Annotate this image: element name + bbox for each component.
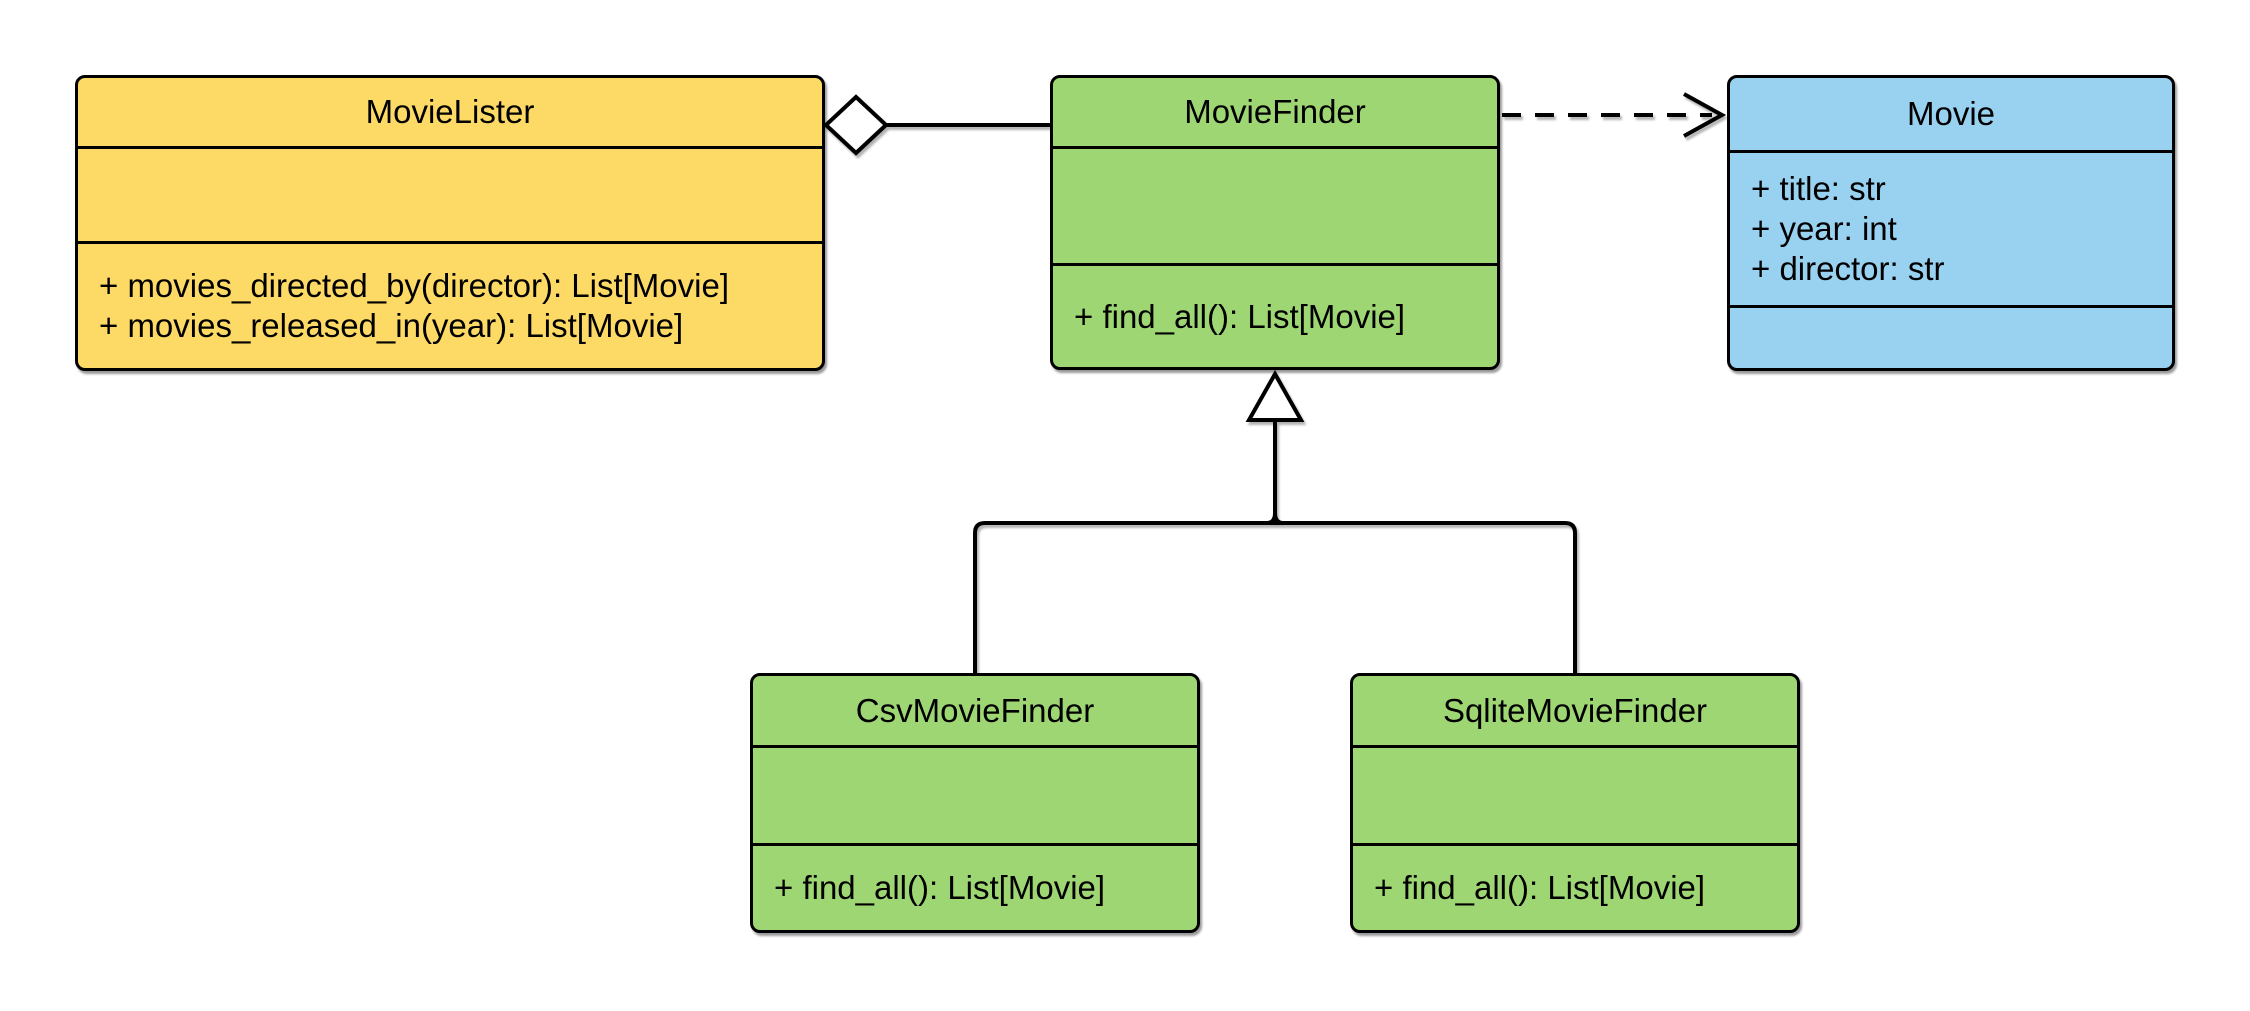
method-label: + find_all(): List[Movie] — [774, 869, 1106, 906]
class-attributes-sqlitemoviefinder — [1353, 745, 1797, 843]
class-title-moviefinder: MovieFinder — [1184, 93, 1366, 130]
class-title-movielister: MovieLister — [365, 93, 535, 130]
class-movielister: MovieLister + movies_directed_by(directo… — [75, 75, 825, 371]
class-methods-moviefinder: + find_all(): List[Movie] — [1053, 263, 1497, 367]
class-moviefinder: MovieFinder + find_all(): List[Movie] — [1050, 75, 1500, 370]
hollow-diamond-marker — [823, 94, 889, 156]
class-methods-sqlitemoviefinder: + find_all(): List[Movie] — [1353, 843, 1797, 930]
inheritance-branch-lines — [973, 521, 1577, 675]
class-sqlitemoviefinder: SqliteMovieFinder + find_all(): List[Mov… — [1350, 673, 1800, 933]
class-methods-movielister: + movies_directed_by(director): List[Mov… — [78, 241, 822, 368]
class-methods-movie — [1730, 305, 2172, 368]
aggregation-connector — [823, 94, 1052, 156]
attribute-label: + year: int — [1751, 210, 1897, 247]
class-attributes-movie: + title: str + year: int + director: str — [1730, 150, 2172, 305]
method-label: + movies_released_in(year): List[Movie] — [99, 307, 684, 344]
inheritance-trunk-line — [1266, 418, 1284, 525]
attribute-label: + title: str — [1751, 170, 1886, 207]
class-title-sqlitemoviefinder: SqliteMovieFinder — [1442, 691, 1708, 729]
method-label: + movies_directed_by(director): List[Mov… — [99, 267, 729, 304]
class-title-csvmoviefinder: CsvMovieFinder — [855, 691, 1095, 729]
method-label: + find_all(): List[Movie] — [1074, 297, 1406, 335]
class-title-movie: Movie — [1906, 95, 1996, 132]
class-attributes-moviefinder — [1053, 146, 1497, 263]
method-label: + find_all(): List[Movie] — [1374, 869, 1706, 906]
class-csvmoviefinder: CsvMovieFinder + find_all(): List[Movie] — [750, 673, 1200, 933]
hollow-triangle-marker — [1245, 369, 1305, 422]
dependency-connector — [1502, 92, 1727, 138]
class-methods-csvmoviefinder: + find_all(): List[Movie] — [753, 843, 1197, 930]
class-movie: Movie + title: str + year: int + directo… — [1727, 75, 2175, 371]
open-arrow-marker — [1683, 92, 1727, 138]
class-attributes-csvmoviefinder — [753, 745, 1197, 843]
class-attributes-movielister — [78, 146, 822, 241]
attribute-label: + director: str — [1751, 250, 1945, 287]
inheritance-connector — [973, 369, 1577, 675]
